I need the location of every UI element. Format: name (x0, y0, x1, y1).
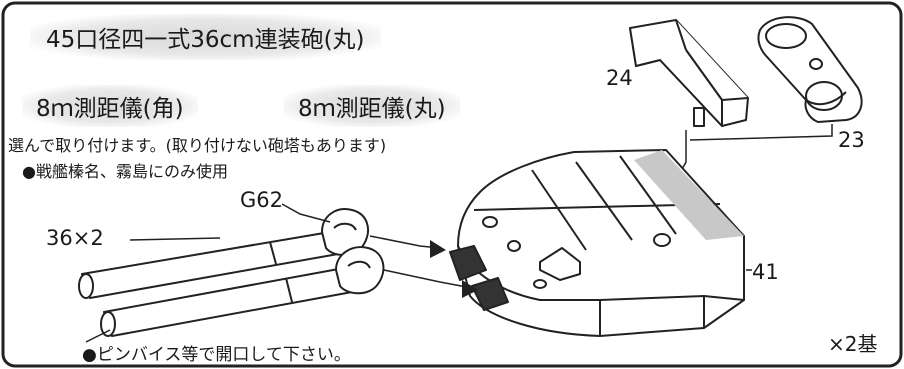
leader-barrel-top (369, 235, 441, 249)
turret-body-part (449, 149, 745, 337)
leader-barrel-bottom (383, 269, 473, 289)
part-number-41: 41 (752, 260, 779, 284)
rangefinder-square-label: 8ｍ測距儀(角) (22, 85, 198, 127)
leader-23 (689, 124, 833, 141)
arrow-barrel-top (430, 240, 446, 258)
part-number-g62: G62 (240, 188, 283, 212)
leader-pinvise (85, 329, 111, 343)
haruna-kirishima-note: ●戦艦榛名、霧島にのみ使用 (22, 162, 228, 181)
blast-bag-part (321, 208, 385, 295)
part-number-24: 24 (606, 66, 633, 90)
leader-36 (129, 237, 221, 241)
quantity-label: ×2基 (828, 332, 878, 356)
choose-note: 選んで取り付けます。(取り付けない砲塔もあります) (8, 136, 387, 155)
part-number-36: 36×2 (46, 226, 104, 250)
pin-vise-note: ●ピンバイス等で開口して下さい。 (82, 345, 351, 365)
rangefinder-round-label: 8ｍ測距儀(丸) (284, 85, 460, 127)
gun-barrels-part (78, 231, 353, 337)
diagram-title: 45口径四一式36cm連装砲(丸) (30, 14, 381, 60)
part-number-23: 23 (838, 128, 865, 152)
arrow-barrel-bottom (462, 280, 478, 298)
rangefinder-round-part (757, 16, 863, 123)
rangefinder-square-part (629, 19, 749, 127)
leader-g62 (281, 203, 331, 223)
